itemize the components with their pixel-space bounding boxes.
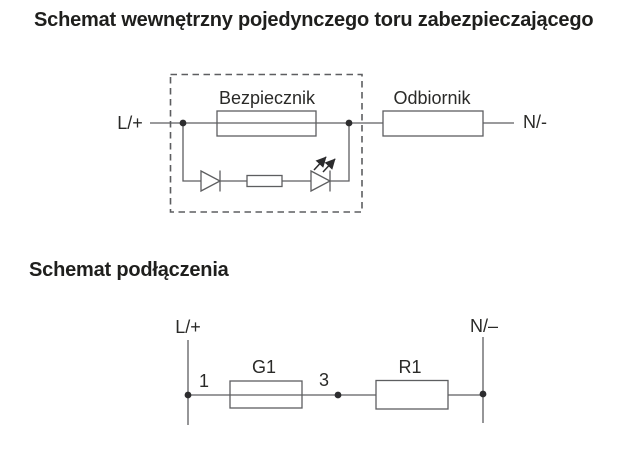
fuse-g1-label: G1 [251, 357, 277, 377]
led-symbol [310, 169, 332, 193]
terminal-3-label: 3 [318, 370, 330, 390]
connection-schematic-linework [184, 337, 487, 425]
internal-schematic-linework [150, 73, 514, 213]
led-emission-arrow [322, 158, 336, 173]
junction-dot [479, 390, 487, 398]
terminal-3-dot [334, 391, 342, 399]
internal-schematic-title: Schemat wewnętrzny pojedynczego toru zab… [34, 9, 594, 31]
line-out-label: N/– [469, 316, 499, 336]
terminal-1-label: 1 [198, 371, 210, 391]
junction-dot [345, 119, 353, 127]
load-r1-symbol [375, 379, 449, 410]
line-out-label: N/- [523, 112, 547, 132]
fuse-g1-symbol [229, 380, 303, 409]
line-in-label: L/+ [175, 317, 201, 337]
load-symbol [382, 110, 484, 137]
fuse-symbol [216, 110, 317, 137]
junction-dot [179, 119, 187, 127]
connection-schematic-title: Schemat podłączenia [29, 259, 229, 281]
load-r1-label: R1 [398, 357, 422, 377]
terminal-1-dot [184, 391, 192, 399]
fuse-label: Bezpiecznik [218, 88, 316, 108]
indicator-branch-wire [182, 123, 350, 182]
resistor-symbol [246, 174, 283, 188]
dashed-boundary-box [169, 73, 363, 213]
diode-symbol [200, 169, 222, 193]
led-emission-arrow [313, 156, 327, 171]
load-label: Odbiornik [393, 88, 471, 108]
line-in-label: L/+ [117, 113, 143, 133]
